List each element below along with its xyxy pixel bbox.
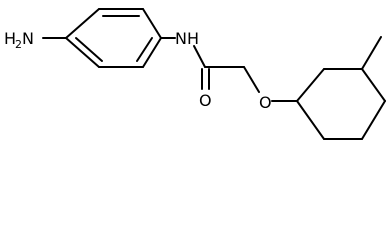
bond-ring-double-3 (75, 37, 103, 62)
bond-cyc-6 (296, 100, 325, 140)
bond-ring-3 (142, 8, 162, 39)
bond-ring-6 (65, 37, 100, 68)
amino-group-label: H 2 N (4, 29, 34, 51)
amino-h-label: H (4, 29, 16, 48)
bond-ring-1 (65, 8, 100, 39)
chemical-structure: H 2 N NH O O (4, 8, 386, 140)
bond-cyc-4 (361, 100, 386, 140)
amino-n-label: N (22, 29, 34, 48)
bond-nh-to-carbonyl (193, 45, 206, 68)
carbonyl-double-bond (201, 68, 210, 90)
bond-ring-4 (142, 37, 162, 68)
amide-nh-label: NH (175, 29, 199, 48)
cyclohexane-ring (296, 68, 386, 140)
bond-ring-double-2 (136, 37, 153, 62)
carbonyl-o-label: O (199, 91, 212, 110)
amino-subscript-label: 2 (15, 38, 22, 51)
bond-methyl (361, 36, 382, 70)
ether-o-label: O (259, 93, 272, 112)
bond-cyc-3 (361, 68, 386, 102)
bond-cyc-1 (296, 68, 325, 102)
bond-ch2-to-ether-o (243, 66, 260, 93)
benzene-ring (65, 8, 162, 68)
